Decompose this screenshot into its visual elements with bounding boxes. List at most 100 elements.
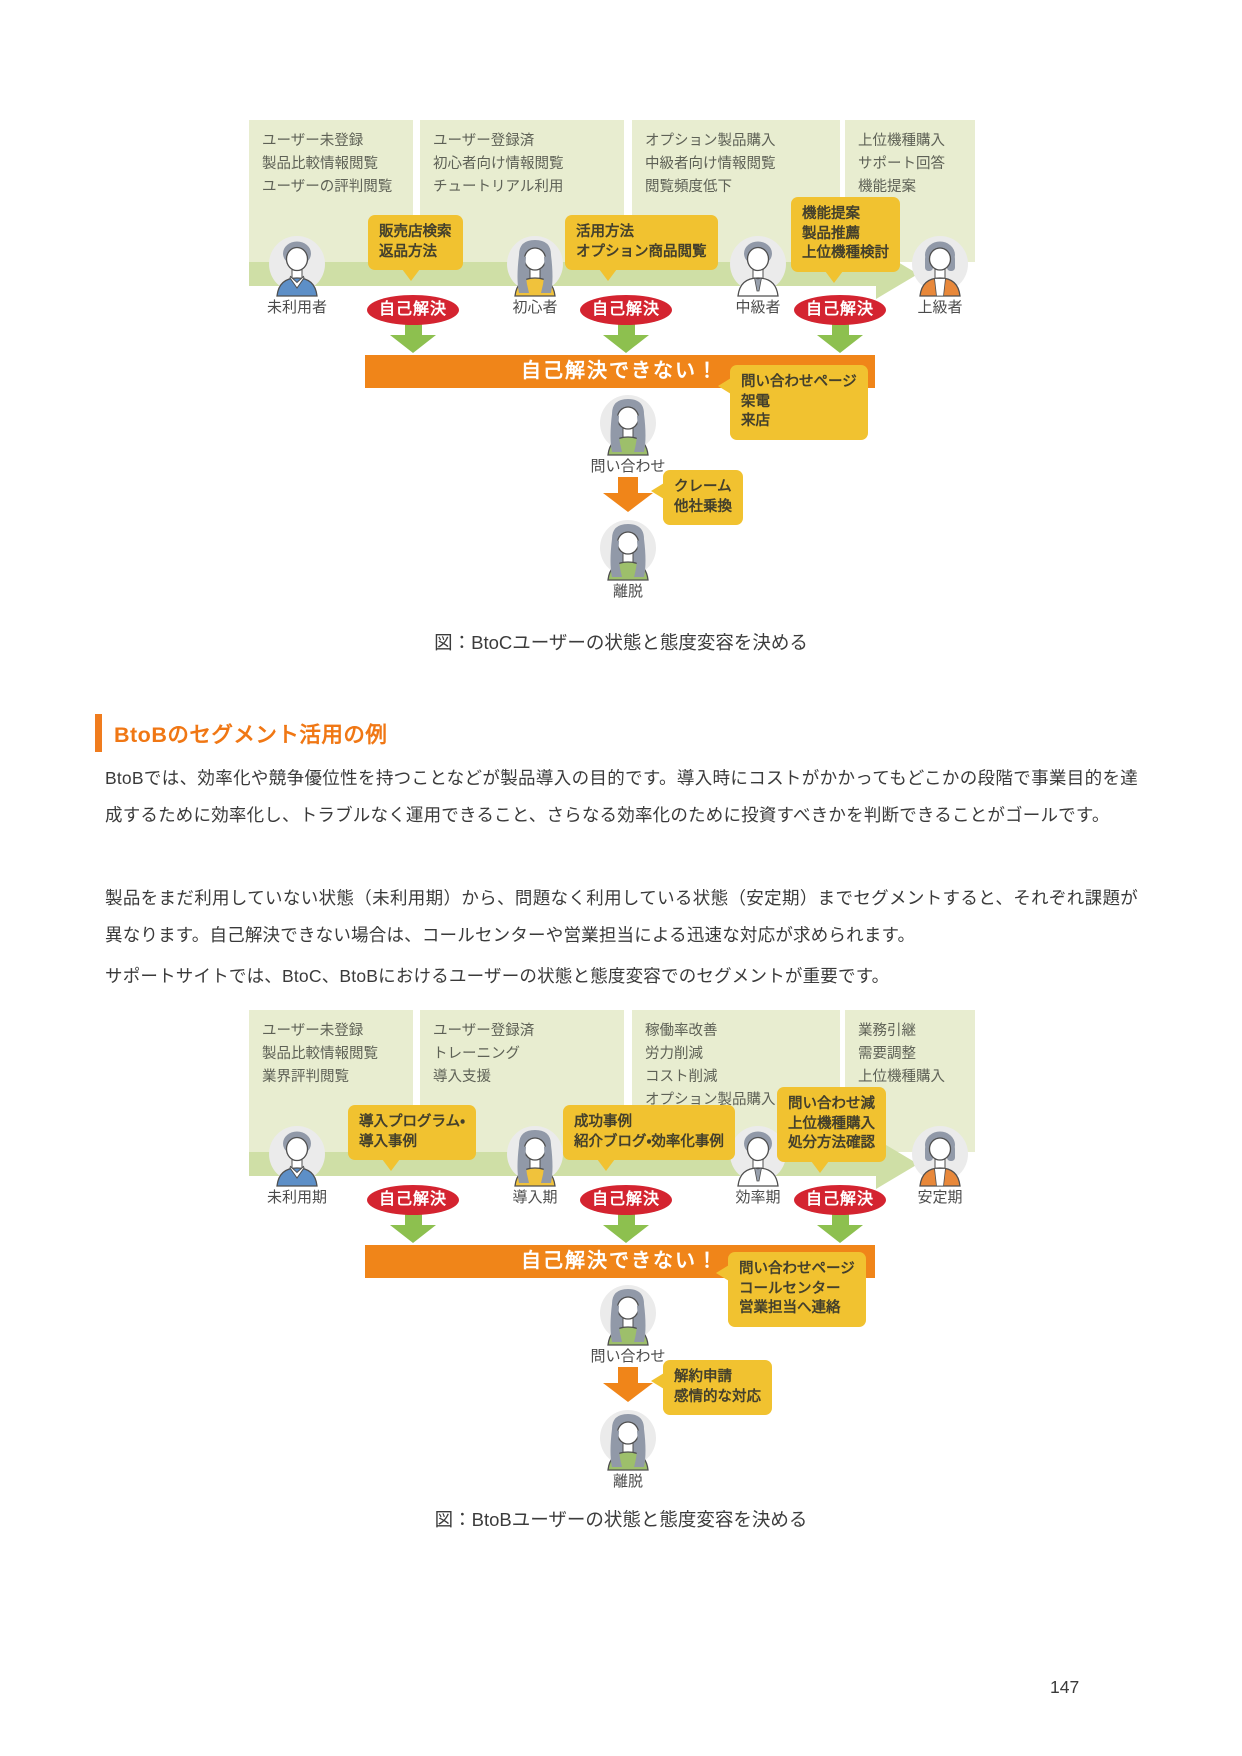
callout-tail — [382, 1159, 400, 1171]
persona: 導入期 — [503, 1123, 567, 1206]
segment-column-text: ユーザー未登録 製品比較情報閲覧 ユーザーの評判閲覧 — [262, 133, 393, 195]
contact-channel-text: 問い合わせページ コールセンター 営業担当へ連絡 — [739, 1261, 855, 1316]
self-solve-badge: 自己解決 — [794, 1185, 886, 1215]
persona-label: 中級者 — [735, 299, 781, 316]
persona: 未利用期 — [265, 1123, 329, 1206]
segment-column-text: オプション製品購入 中級者向け情報閲覧 閲覧頻度低下 — [645, 133, 776, 195]
callout-tail — [599, 269, 617, 281]
inquiry-persona: 問い合わせ — [590, 392, 666, 475]
churn-callout-text: クレーム 他社乗換 — [674, 479, 732, 515]
down-arrow-icon — [817, 1211, 863, 1243]
stage-callout-text: 機能提案 製品推薦 上位機種検討 — [802, 206, 889, 261]
churn-label: 離脱 — [612, 1473, 644, 1490]
persona: 初心者 — [503, 233, 567, 316]
callout-tail — [651, 483, 664, 499]
section-heading-text: BtoBのセグメント活用の例 — [114, 722, 388, 747]
btoc-flow-diagram: ユーザー未登録 製品比較情報閲覧 ユーザーの評判閲覧 ユーザー登録済 初心者向け… — [228, 120, 1010, 612]
churn-label: 離脱 — [612, 583, 644, 600]
segment-column-text: 稼働率改善 労力削減 コスト削減 オプション製品購入 — [645, 1023, 776, 1108]
body-paragraph: BtoBでは、効率化や競争優位性を持つことなどが製品導入の目的です。導入時にコス… — [105, 768, 1138, 825]
callout-tail — [651, 1373, 664, 1389]
body-paragraph: 製品をまだ利用していない状態（未利用期）から、問題なく利用している状態（安定期）… — [105, 888, 1138, 945]
persona-avatar-icon — [908, 233, 972, 297]
contact-channel-callout: 問い合わせページ 架電 来店 — [718, 365, 868, 440]
persona-avatar-icon — [596, 392, 660, 456]
churn-persona: 離脱 — [596, 517, 660, 600]
persona-label: 導入期 — [512, 1189, 558, 1206]
persona-avatar-icon — [596, 1282, 660, 1346]
persona-label: 上級者 — [917, 299, 963, 316]
persona-avatar-icon — [503, 233, 567, 297]
persona-label: 初心者 — [512, 299, 558, 316]
down-arrow-icon — [603, 1211, 649, 1243]
churn-callout-text: 解約申請 感情的な対応 — [674, 1369, 761, 1405]
persona-label: 効率期 — [735, 1189, 781, 1206]
callout-tail — [716, 1265, 729, 1281]
persona-avatar-icon — [726, 233, 790, 297]
down-arrow-icon — [390, 1211, 436, 1243]
btob-flow-diagram: ユーザー未登録 製品比較情報閲覧 業界評判閲覧 ユーザー登録済 トレーニング 導… — [228, 1010, 1010, 1502]
figure-caption: 図：BtoCユーザーの状態と態度変容を決める — [434, 632, 808, 653]
persona: 効率期 — [726, 1123, 790, 1206]
segment-column-text: ユーザー登録済 初心者向け情報閲覧 チュートリアル利用 — [433, 133, 564, 195]
stage-callout: 販売店検索 返品方法 — [368, 215, 463, 281]
self-solve-badge: 自己解決 — [580, 1185, 672, 1215]
churn-arrow-icon — [603, 477, 653, 512]
stage-callout: 活用方法 オプション商品閲覧 — [565, 215, 718, 281]
page-number: 147 — [1050, 1677, 1080, 1697]
segment-column-text: ユーザー未登録 製品比較情報閲覧 業界評判閲覧 — [262, 1023, 378, 1085]
persona-avatar-icon — [596, 517, 660, 581]
segment-column-text: ユーザー登録済 トレーニング 導入支援 — [433, 1023, 535, 1085]
stage-callout: 成功事例 紹介ブログ・効率化事例 — [563, 1105, 735, 1171]
stage-callout-text: 販売店検索 返品方法 — [379, 224, 452, 260]
churn-callout: 解約申請 感情的な対応 — [651, 1360, 772, 1415]
churn-arrow-icon — [603, 1367, 653, 1402]
self-solve-badge: 自己解決 — [367, 295, 459, 325]
persona-avatar-icon — [503, 1123, 567, 1187]
segment-column: ユーザー未登録 製品比較情報閲覧 ユーザーの評判閲覧 — [249, 120, 413, 262]
inquiry-persona: 問い合わせ — [590, 1282, 666, 1365]
inquiry-label: 問い合わせ — [590, 1348, 666, 1365]
churn-persona: 離脱 — [596, 1407, 660, 1490]
churn-callout: クレーム 他社乗換 — [651, 470, 743, 525]
down-arrow-icon — [390, 321, 436, 353]
persona-avatar-icon — [265, 233, 329, 297]
persona-label: 未利用期 — [266, 1189, 328, 1206]
heading-accent-bar — [95, 714, 102, 752]
contact-channel-text: 問い合わせページ 架電 来店 — [741, 374, 857, 429]
callout-tail — [825, 270, 843, 283]
segment-column-text: 業務引継 需要調整 上位機種購入 — [858, 1023, 945, 1085]
inquiry-label: 問い合わせ — [590, 458, 666, 475]
self-solve-badge: 自己解決 — [794, 295, 886, 325]
persona: 安定期 — [908, 1123, 972, 1206]
callout-tail — [718, 378, 731, 394]
stage-callout-text: 活用方法 オプション商品閲覧 — [576, 224, 707, 260]
self-solve-badge: 自己解決 — [367, 1185, 459, 1215]
persona-avatar-icon — [726, 1123, 790, 1187]
segment-column-text: 上位機種購入 サポート回答 機能提案 — [858, 133, 945, 195]
stage-callout: 機能提案 製品推薦 上位機種検討 — [791, 197, 900, 283]
persona-avatar-icon — [596, 1407, 660, 1471]
stage-callout-text: 成功事例 紹介ブログ・効率化事例 — [574, 1114, 724, 1150]
contact-channel-callout: 問い合わせページ コールセンター 営業担当へ連絡 — [716, 1252, 866, 1327]
down-arrow-icon — [817, 321, 863, 353]
callout-tail — [597, 1159, 615, 1171]
down-arrow-icon — [603, 321, 649, 353]
callout-tail — [811, 1160, 829, 1173]
figure-caption: 図：BtoBユーザーの状態と態度変容を決める — [434, 1509, 808, 1530]
persona: 未利用者 — [265, 233, 329, 316]
persona-avatar-icon — [908, 1123, 972, 1187]
persona: 上級者 — [908, 233, 972, 316]
persona-label: 未利用者 — [266, 299, 328, 316]
stage-callout-text: 問い合わせ減 上位機種購入 処分方法確認 — [788, 1096, 875, 1151]
body-paragraph: サポートサイトでは、BtoC、BtoBにおけるユーザーの状態と態度変容でのセグメ… — [105, 966, 890, 986]
self-solve-badge: 自己解決 — [580, 295, 672, 325]
stage-callout: 導入プログラム・ 導入事例 — [348, 1105, 476, 1171]
stage-callout: 問い合わせ減 上位機種購入 処分方法確認 — [777, 1087, 886, 1173]
persona-label: 安定期 — [917, 1189, 963, 1206]
persona-avatar-icon — [265, 1123, 329, 1187]
stage-callout-text: 導入プログラム・ 導入事例 — [359, 1114, 465, 1150]
section-heading: BtoBのセグメント活用の例 — [95, 714, 387, 752]
callout-tail — [402, 269, 420, 281]
